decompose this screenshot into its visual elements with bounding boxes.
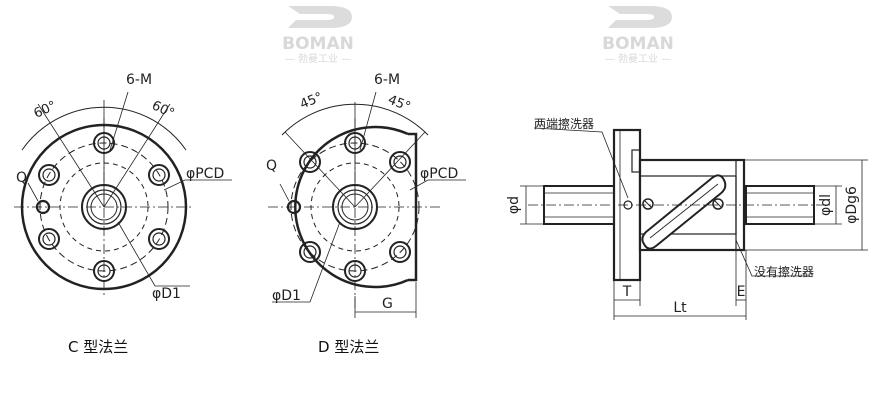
d-angle-left-label: 45° xyxy=(298,90,325,113)
c-q-leader xyxy=(27,182,39,202)
d-flange-view xyxy=(268,91,466,318)
side-screw xyxy=(642,198,654,210)
side-view xyxy=(520,127,868,320)
t-dim-label: T xyxy=(622,284,632,300)
c-holes-label: 6-M xyxy=(126,72,152,88)
c-angle-line-left xyxy=(37,103,105,208)
c-oil-hole xyxy=(35,199,51,215)
watermark-brand: BOMAN xyxy=(282,34,354,54)
e-dim-label: E xyxy=(737,284,746,300)
return-tube xyxy=(641,174,727,250)
wiper-none-leader xyxy=(735,239,810,277)
d-pcd-label: φPCD xyxy=(420,166,458,182)
watermark-brand: BOMAN xyxy=(602,34,674,54)
return-tube-line xyxy=(649,183,719,239)
c-pcd-leader xyxy=(163,179,232,191)
dl-dim-label: φdl xyxy=(818,194,834,216)
brand-logo-icon xyxy=(288,6,352,28)
d-q-label: Q xyxy=(266,158,277,174)
c-q-label: Q xyxy=(16,170,27,186)
c-angle-line-right xyxy=(103,103,171,208)
d-dim-label: φd xyxy=(506,196,522,214)
bolt-hole xyxy=(389,151,411,173)
c-pcd-label: φPCD xyxy=(186,166,224,182)
d-pcd-leader xyxy=(409,179,466,191)
side-screw-slot xyxy=(644,200,652,208)
c-d1-label: φD1 xyxy=(152,286,181,302)
d-q-leader xyxy=(279,183,290,202)
d-oil-hole xyxy=(286,199,302,215)
c-holes-leader xyxy=(109,91,129,151)
d-holes-label: 6-M xyxy=(374,72,400,88)
dg6-dim-label: φDg6 xyxy=(844,186,860,224)
side-screw-slot xyxy=(714,200,722,208)
d-angle-line-right xyxy=(354,131,426,208)
c-flange-view xyxy=(14,91,232,296)
wiper-none-label: 没有擦洗器 xyxy=(754,264,814,279)
wiper-both-label: 两端擦洗器 xyxy=(534,117,594,131)
lt-dim-label: Lt xyxy=(673,300,687,316)
wiper-both-leader xyxy=(533,127,629,199)
brand-logo-icon xyxy=(608,6,672,28)
d-angle-line-left xyxy=(284,131,356,208)
c-angle-right-label: 60° xyxy=(149,98,176,121)
watermark-left: BOMAN — 勃曼工业 — xyxy=(282,6,354,65)
side-screw xyxy=(712,198,724,210)
watermark-subtitle: — 勃曼工业 — xyxy=(605,52,671,65)
d-angle-right-label: 45° xyxy=(386,93,413,116)
c-flange-caption: C 型法兰 xyxy=(68,338,128,356)
d-g-label: G xyxy=(382,296,393,312)
d-flange-caption: D 型法兰 xyxy=(318,338,379,356)
c-angle-left-label: 60° xyxy=(32,98,59,121)
d-holes-leader xyxy=(359,91,377,151)
c-d1-leader xyxy=(117,221,190,287)
watermark-right: BOMAN — 勃曼工业 — xyxy=(602,6,674,65)
watermark-subtitle: — 勃曼工业 — xyxy=(285,52,351,65)
d-d1-label: φD1 xyxy=(272,288,301,304)
d-d1-leader xyxy=(272,221,341,303)
